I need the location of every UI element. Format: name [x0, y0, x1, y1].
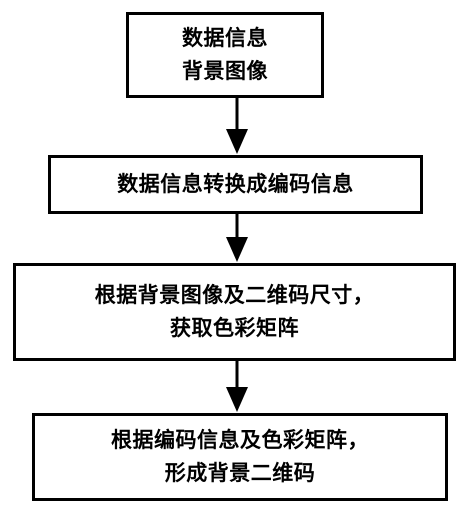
step-3-line-1: 根据背景图像及二维码尺寸，	[94, 283, 375, 307]
step-3-line-2: 获取色彩矩阵	[170, 316, 299, 340]
step-4-line-2: 形成背景二维码	[164, 461, 316, 485]
step-2-line-1: 数据信息转换成编码信息	[117, 172, 354, 196]
step-1-line-2: 背景图像	[182, 59, 268, 83]
arrow-3-to-4	[226, 361, 248, 412]
arrow-1-to-2	[226, 98, 248, 154]
step-box-convert-to-encoding: 数据信息转换成编码信息	[48, 155, 423, 214]
step-4-line-1: 根据编码信息及色彩矩阵，	[111, 428, 369, 452]
step-1-line-1: 数据信息	[182, 26, 268, 50]
step-box-get-color-matrix: 根据背景图像及二维码尺寸， 获取色彩矩阵	[13, 263, 456, 361]
step-box-form-background-qr: 根据编码信息及色彩矩阵， 形成背景二维码	[32, 413, 448, 501]
arrow-2-to-3	[226, 214, 248, 262]
step-box-data-and-background: 数据信息 背景图像	[126, 12, 324, 98]
